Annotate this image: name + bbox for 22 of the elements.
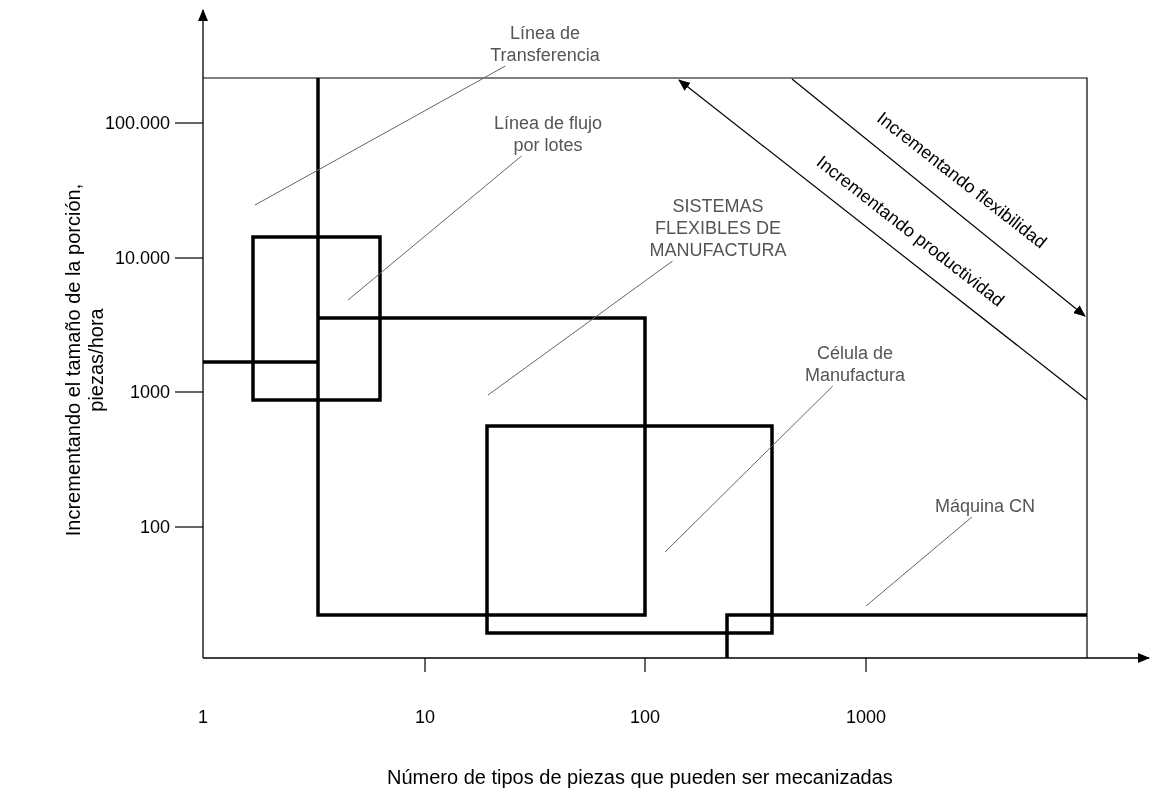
region-label: SISTEMAS FLEXIBLES DE MANUFACTURA xyxy=(645,195,791,261)
region-label: Línea de Transferencia xyxy=(486,22,604,66)
axis-title: Incrementando el tamaño de la porción, piezas/hora xyxy=(62,182,108,539)
leader-line xyxy=(865,516,973,607)
leader-line xyxy=(254,65,506,206)
leader-line xyxy=(487,260,674,396)
region-label: Máquina CN xyxy=(935,495,1036,517)
tick-label: 1000 xyxy=(846,706,887,728)
region-label: Línea de flujo por lotes xyxy=(487,112,609,156)
tick-label: 100.000 xyxy=(105,112,171,134)
axis-title: Número de tipos de piezas que pueden ser mecanizadas xyxy=(387,765,893,789)
region-outline xyxy=(485,424,774,635)
region-label: Célula de Manufactura xyxy=(797,342,913,386)
leader-line xyxy=(347,155,522,301)
tick-label: 1000 xyxy=(130,381,171,403)
leader-line xyxy=(664,385,834,553)
tick-label: 100 xyxy=(140,516,171,538)
tick-label: 10 xyxy=(415,706,436,728)
tick-label: 1 xyxy=(198,706,208,728)
region-outline xyxy=(251,235,382,402)
tick-label: 100 xyxy=(630,706,661,728)
tick-label: 10.000 xyxy=(115,247,171,269)
